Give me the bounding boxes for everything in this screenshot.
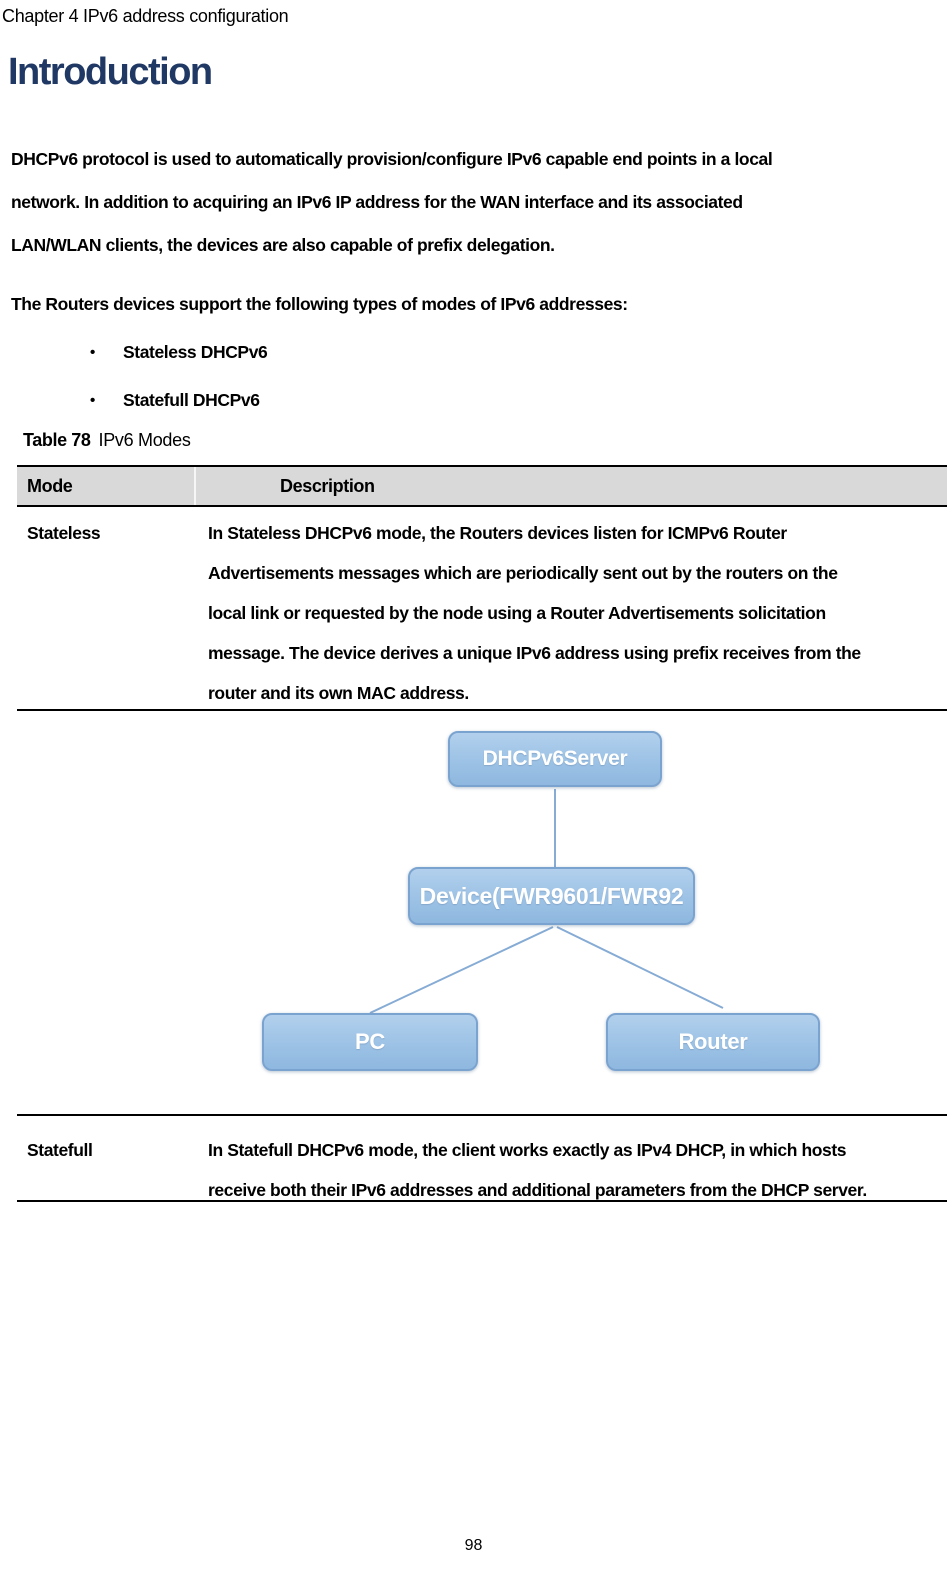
description-cell: In Statefull DHCPv6 mode, the client wor… (196, 1130, 947, 1200)
bullet-item: • Stateless DHCPv6 (0, 331, 947, 374)
bullet-icon: • (90, 392, 95, 409)
column-header-description: Description (280, 475, 375, 496)
page-title: Introduction (8, 51, 213, 93)
table-row-stateless: Stateless In Stateless DHCPv6 mode, the … (17, 507, 947, 711)
description-line: Advertisements messages which are period… (208, 563, 838, 583)
page-number: 98 (464, 1537, 483, 1554)
description-line: local link or requested by the node usin… (208, 603, 826, 623)
column-header-mode: Mode (17, 467, 196, 505)
description-line: In Stateless DHCPv6 mode, the Routers de… (208, 523, 787, 543)
description-cell: In Stateless DHCPv6 mode, the Routers de… (196, 513, 947, 709)
table-row-statefull: Statefull In Statefull DHCPv6 mode, the … (17, 1116, 947, 1202)
table-caption: Table 78 IPv6 Modes (23, 428, 947, 452)
mode-cell: Stateless (27, 523, 101, 543)
description-line: receive both their IPv6 addresses and ad… (208, 1180, 867, 1200)
bullet-item: • Statefull DHCPv6 (0, 379, 947, 422)
paragraph-line: LAN/WLAN clients, the devices are also c… (11, 235, 555, 255)
diagram-node-dhcpv6-server: DHCPv6Server (448, 731, 662, 787)
diagram-node-device: Device(FWR9601/FWR92 (408, 867, 695, 925)
ipv6-modes-table: Mode Description Stateless In Stateless … (17, 465, 947, 1202)
table-caption-title: IPv6 Modes (98, 430, 191, 450)
bullet-icon: • (90, 344, 95, 361)
bullet-label: Statefull DHCPv6 (123, 390, 260, 410)
paragraph-line: DHCPv6 protocol is used to automatically… (11, 149, 773, 169)
description-line: message. The device derives a unique IPv… (208, 643, 861, 663)
intro-paragraph: DHCPv6 protocol is used to automatically… (11, 138, 947, 267)
description-line: In Statefull DHCPv6 mode, the client wor… (208, 1140, 847, 1160)
connector-lines (369, 789, 724, 1014)
description-line: router and its own MAC address. (208, 683, 469, 703)
bullet-label: Stateless DHCPv6 (123, 342, 268, 362)
mode-cell: Statefull (27, 1140, 93, 1160)
chapter-header: Chapter 4 IPv6 address configuration (2, 6, 289, 26)
modes-paragraph: The Routers devices support the followin… (11, 294, 628, 314)
diagram-node-router: Router (606, 1013, 820, 1071)
table-header-row: Mode Description (17, 467, 947, 507)
paragraph-line: network. In addition to acquiring an IPv… (11, 192, 743, 212)
diagram-node-pc: PC (262, 1013, 478, 1071)
table-caption-number: Table 78 (23, 430, 91, 450)
topology-diagram: DHCPv6Server Device(FWR9601/FWR92 PC Rou… (17, 711, 947, 1116)
